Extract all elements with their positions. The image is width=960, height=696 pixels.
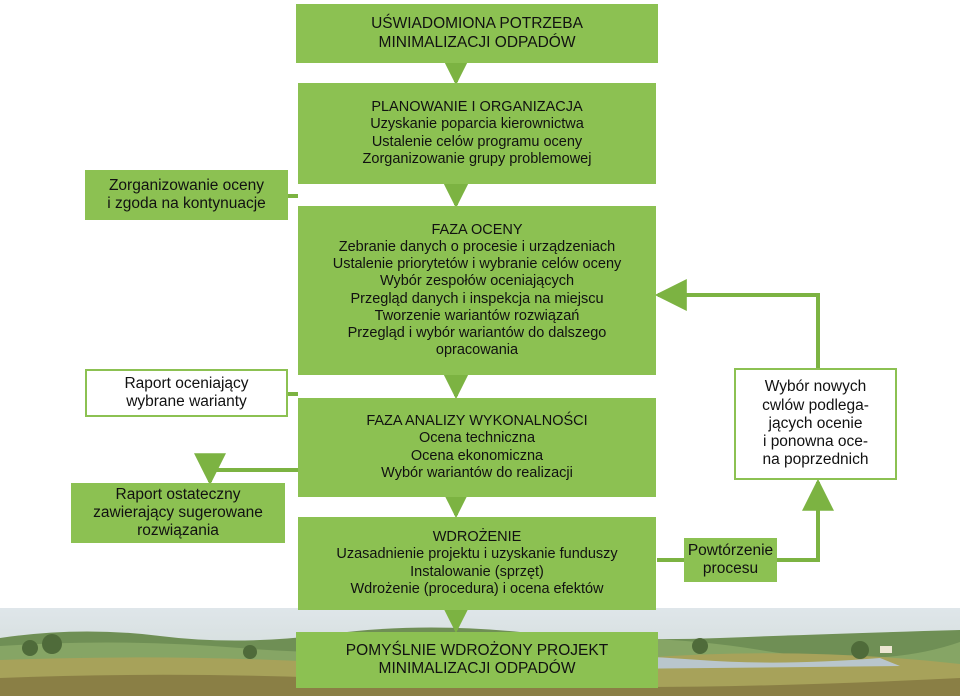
feasibility-line-2: Ocena ekonomiczna [410, 447, 544, 464]
implementation-line-1: Uzasadnienie projektu i uzyskanie fundus… [336, 546, 618, 563]
right-top-line-1: Wybór nowych [764, 378, 867, 396]
right-top-box: Wybór nowych cwlów podlega- jących oceni… [734, 368, 897, 480]
left-bottom-line-1: Raport ostateczny [115, 485, 241, 503]
implementation-title: WDROŻENIE [432, 529, 522, 546]
planning-line-2: Ustalenie celów programu oceny [371, 133, 583, 150]
assessment-line-6: Przegląd i wybór wariantów do dalszego [347, 324, 607, 341]
left-top-line-2: i zgoda na kontynuacje [107, 195, 266, 212]
feasibility-title: FAZA ANALIZY WYKONALNOŚCI [366, 413, 588, 430]
connector-select-to-assessment [654, 279, 820, 368]
left-top-line-1: Zorganizowanie oceny [108, 176, 265, 194]
feasibility-line-3: Wybór wariantów do realizacji [381, 464, 573, 481]
assessment-line-2: Ustalenie priorytetów i wybranie celów o… [332, 256, 622, 273]
right-top-line-4: i ponowna oce- [762, 433, 869, 451]
implementation-line-2: Instalowanie (sprzęt) [410, 563, 544, 580]
final-line-1: POMYŚLNIE WDROŻONY PROJEKT [345, 641, 609, 659]
right-bottom-line-1: Powtórzenie [687, 541, 774, 559]
feasibility-line-1: Ocena techniczna [418, 430, 536, 447]
left-bottom-line-2: zawierający sugerowane [93, 503, 263, 521]
implementation-box: WDROŻENIE Uzasadnienie projektu i uzyska… [298, 517, 656, 610]
left-bottom-line-3: rozwiązania [137, 522, 219, 540]
top-line-1: UŚWIADOMIONA POTRZEBA [371, 15, 583, 33]
planning-line-3: Zorganizowanie grupy problemowej [362, 150, 592, 167]
right-top-line-2: cwlów podlega- [762, 396, 869, 414]
planning-box: PLANOWANIE I ORGANIZACJA Uzyskanie popar… [298, 83, 656, 184]
right-bottom-line-2: procesu [702, 560, 759, 577]
left-mid-line-1: Raport oceniający [124, 374, 249, 392]
right-bottom-box: Powtórzenie procesu [684, 538, 777, 582]
left-mid-line-2: wybrane warianty [126, 393, 247, 410]
assessment-line-1: Zebranie danych o procesie i urządzeniac… [338, 239, 616, 256]
planning-line-1: Uzyskanie poparcia kierownictwa [370, 116, 584, 133]
assessment-line-3: Wybór zespołów oceniających [379, 273, 575, 290]
assessment-box: FAZA OCENY Zebranie danych o procesie i … [298, 206, 656, 375]
implementation-line-3: Wdrożenie (procedura) i ocena efektów [350, 580, 604, 597]
left-bottom-box: Raport ostateczny zawierający sugerowane… [71, 483, 285, 543]
connector-left-bottom [194, 453, 298, 486]
right-top-line-5: na poprzednich [762, 451, 869, 469]
left-top-box: Zorganizowanie oceny i zgoda na kontynua… [85, 170, 288, 220]
assessment-line-5: Tworzenie wariantów rozwiązań [374, 307, 580, 324]
assessment-title: FAZA OCENY [431, 222, 523, 239]
assessment-line-4: Przegląd danych i inspekcja na miejscu [350, 290, 604, 307]
top-box: UŚWIADOMIONA POTRZEBA MINIMALIZACJI ODPA… [296, 4, 658, 63]
top-line-2: MINIMALIZACJI ODPADÓW [378, 33, 576, 51]
planning-title: PLANOWANIE I ORGANIZACJA [371, 99, 583, 116]
connector-repeat-to-select [777, 478, 834, 562]
right-top-line-3: jących ocenie [768, 414, 863, 432]
left-mid-box: Raport oceniający wybrane warianty [85, 369, 288, 417]
assessment-line-7: opracowania [435, 341, 519, 358]
feasibility-box: FAZA ANALIZY WYKONALNOŚCI Ocena technicz… [298, 398, 656, 497]
final-line-2: MINIMALIZACJI ODPADÓW [378, 660, 576, 677]
final-box: POMYŚLNIE WDROŻONY PROJEKT MINIMALIZACJI… [296, 632, 658, 688]
